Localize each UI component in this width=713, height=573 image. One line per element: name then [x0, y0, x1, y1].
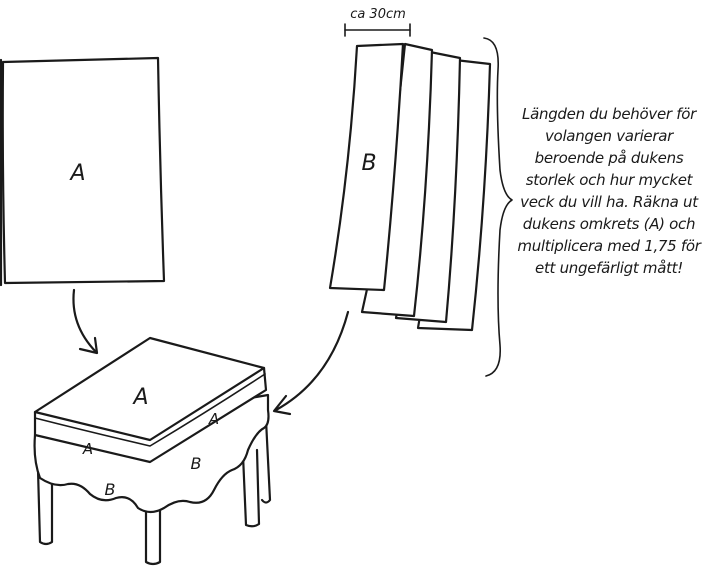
fabric-strips-b: B — [328, 42, 492, 332]
label-a-side-right: A — [208, 410, 219, 428]
curly-brace — [483, 37, 513, 377]
label-b-ruffle-right: B — [191, 454, 202, 473]
label-b-ruffle-front: B — [105, 480, 116, 499]
fabric-piece-a: A — [0, 56, 166, 287]
instruction-note: Längden du behöver för volangen varierar… — [505, 103, 713, 279]
note-line: volangen varierar — [544, 127, 673, 145]
label-a-sheet: A — [68, 161, 85, 186]
note-line: ett ungefärligt mått! — [535, 259, 683, 277]
note-line: storlek och hur mycket — [525, 171, 693, 189]
note-line: veck du vill ha. Räkna ut — [520, 193, 698, 211]
width-measure: ca 30cm — [344, 7, 411, 37]
label-a-top: A — [131, 385, 148, 410]
label-width: ca 30cm — [350, 7, 406, 22]
label-a-side-front: A — [82, 440, 93, 458]
note-line: Längden du behöver för — [522, 105, 696, 123]
note-line: dukens omkrets (A) och — [522, 215, 696, 233]
note-line: beroende på dukens — [534, 149, 684, 167]
note-line: multiplicera med 1,75 för — [517, 237, 701, 255]
covered-table: A A A B B — [33, 336, 272, 566]
arrow-b-to-table — [272, 310, 350, 416]
label-b-strip: B — [361, 151, 376, 176]
arrow-a-to-table — [72, 288, 99, 355]
